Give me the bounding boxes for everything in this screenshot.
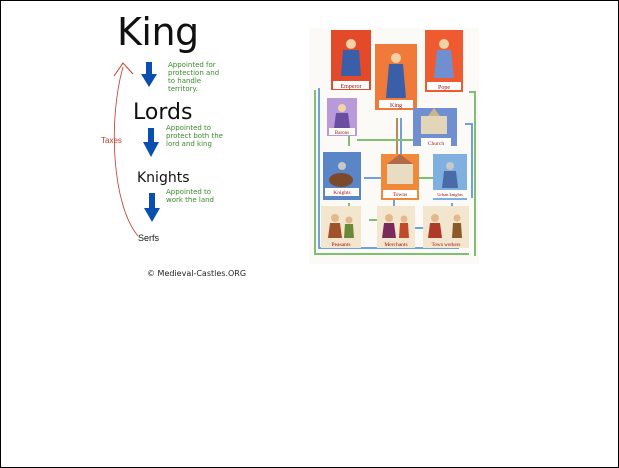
church-card: Church [413,108,457,147]
barons-card: Barons [327,98,357,136]
knights-heading: Knights [137,170,190,186]
down-arrow-icon [141,62,157,87]
peasants-label: Peasants [332,242,351,248]
church-label: Church [428,141,444,147]
towns-card: Towns [381,154,419,200]
king-note: Appointed for protection and to handle t… [168,61,220,93]
urban-knights-label: Urban knights [437,192,463,197]
king-card: King [375,44,417,110]
peasants-card: Peasants [321,206,361,248]
taxes-label: Taxes [101,136,122,145]
knights-card: Knights [323,152,361,200]
pope-label: Pope [438,85,450,91]
merchants-label: Merchants [384,242,407,248]
towns-label: Towns [393,192,408,198]
king-heading: King [117,10,199,54]
king-card-label: King [390,103,402,109]
town-workers-card: Town workers [423,206,469,248]
copyright-text: © Medieval-Castles.ORG [147,269,247,278]
merchants-card: Merchants [377,206,415,248]
taxes-arrow-icon [113,62,139,237]
emperor-label: Emperor [341,84,362,90]
knights-card-label: Knights [333,190,350,196]
urban-knights-card: Urban knights [433,154,467,200]
knights-note: Appointed to work the land [166,188,214,204]
down-arrow-icon [143,128,159,157]
society-diagram: Emperor King Pope Barons Church [309,28,479,264]
lords-heading: Lords [133,100,193,125]
lords-note: Appointed to protect both the lord and k… [166,124,223,148]
down-arrow-icon [144,193,160,222]
pope-card: Pope [425,30,463,92]
emperor-card: Emperor [331,30,371,90]
town-workers-label: Town workers [432,243,461,248]
barons-label: Barons [335,131,349,136]
serfs-label: Serfs [138,233,160,243]
